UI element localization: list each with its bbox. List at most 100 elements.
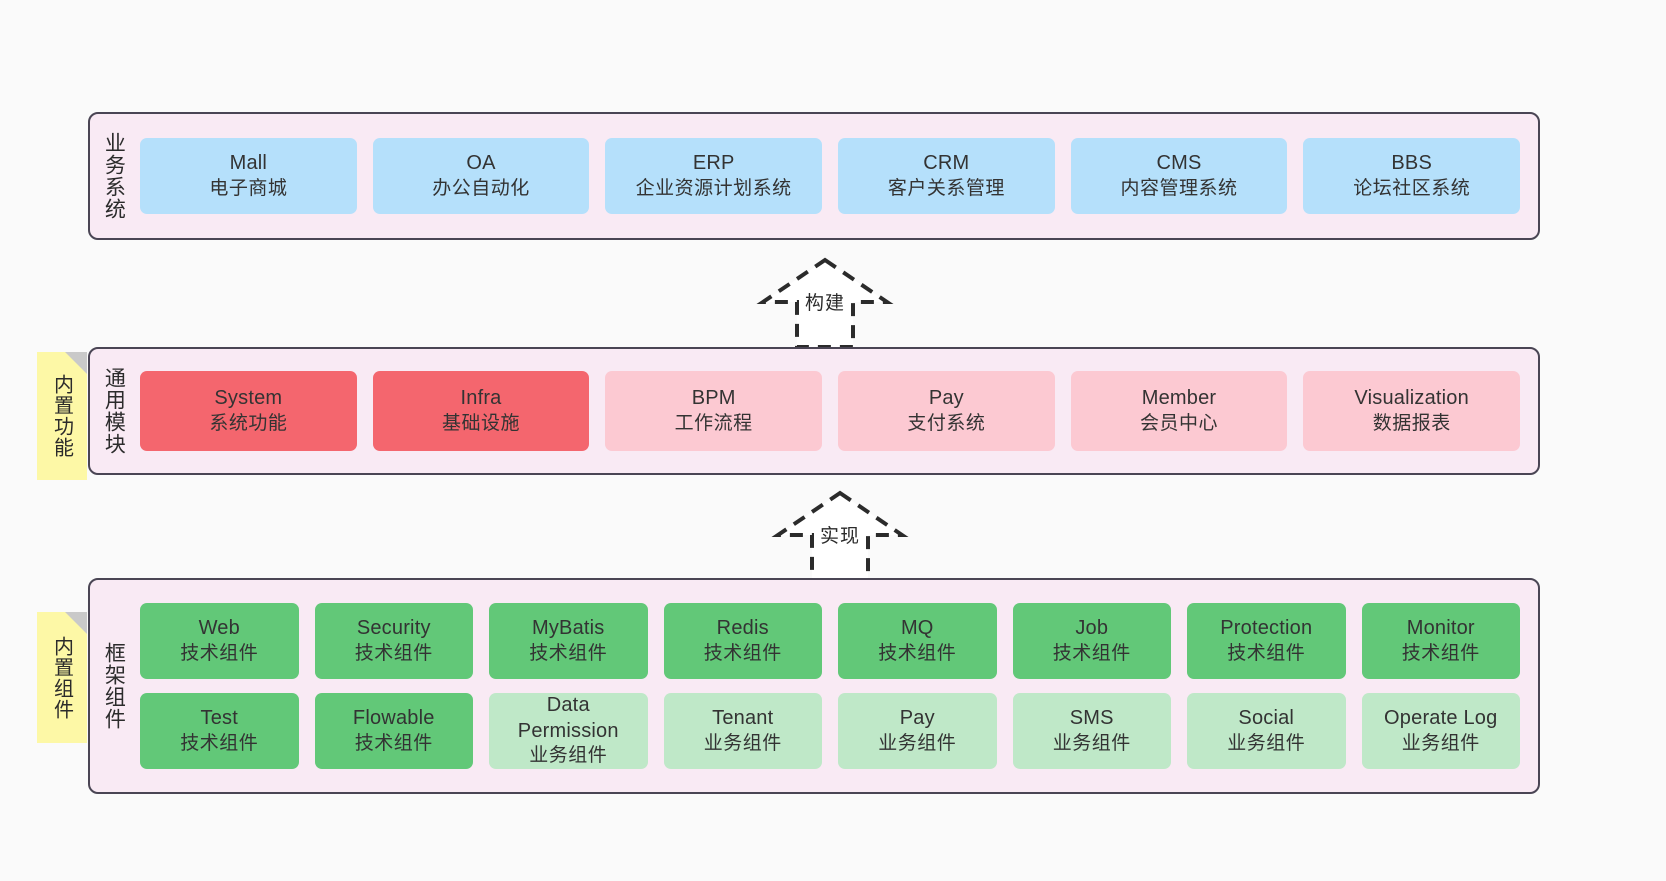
- node-protection-cn: 技术组件: [1227, 642, 1306, 664]
- node-flowable[interactable]: Flowable 技术组件: [314, 693, 473, 769]
- node-visualization[interactable]: Visualization 数据报表: [1303, 371, 1521, 451]
- layer-framework-components: 框架组件 Web 技术组件 Security 技术组件 MyBatis 技术组件…: [88, 578, 1540, 794]
- node-sms-en: SMS: [1069, 707, 1114, 730]
- node-bpm-en: BPM: [691, 387, 736, 410]
- node-erp-cn: 企业资源计划系统: [635, 177, 792, 199]
- node-mall-cn: 电子商城: [209, 177, 288, 199]
- node-mybatis-cn: 技术组件: [529, 642, 608, 664]
- node-job-cn: 技术组件: [1052, 642, 1131, 664]
- node-monitor-en: Monitor: [1406, 617, 1475, 640]
- node-cms-cn: 内容管理系统: [1120, 177, 1238, 199]
- node-operate-log[interactable]: Operate Log 业务组件: [1361, 693, 1520, 769]
- node-web[interactable]: Web 技术组件: [140, 603, 299, 679]
- note-builtin-components-label: 内置组件: [50, 635, 73, 720]
- node-bbs-en: BBS: [1391, 152, 1432, 175]
- node-sms[interactable]: SMS 业务组件: [1012, 693, 1171, 769]
- node-member[interactable]: Member 会员中心: [1070, 371, 1288, 451]
- node-system-cn: 系统功能: [209, 412, 288, 434]
- node-redis-en: Redis: [716, 617, 769, 640]
- node-test-cn: 技术组件: [180, 732, 259, 754]
- node-mybatis-en: MyBatis: [531, 617, 605, 640]
- connector-build: 构建: [735, 252, 915, 362]
- layer-title-common-modules: 通用模块: [102, 367, 126, 455]
- node-job-en: Job: [1075, 617, 1109, 640]
- node-security-en: Security: [356, 617, 431, 640]
- node-pay-module[interactable]: Pay 支付系统: [838, 371, 1055, 451]
- node-sms-cn: 业务组件: [1052, 732, 1131, 754]
- node-flowable-cn: 技术组件: [354, 732, 433, 754]
- node-tenant[interactable]: Tenant 业务组件: [663, 693, 822, 769]
- node-visualization-cn: 数据报表: [1372, 412, 1451, 434]
- node-crm-cn: 客户关系管理: [887, 177, 1005, 199]
- node-pay-component-en: Pay: [899, 707, 935, 730]
- node-infra-en: Infra: [460, 387, 502, 410]
- node-cms-en: CMS: [1156, 152, 1202, 175]
- framework-business-components-row: Test 技术组件 Flowable 技术组件 Data Permission …: [140, 693, 1520, 769]
- common-modules-row: System 系统功能 Infra 基础设施 BPM 工作流程 Pay 支付系统…: [140, 371, 1521, 451]
- note-builtin-features-label: 内置功能: [50, 374, 73, 458]
- node-bpm[interactable]: BPM 工作流程: [605, 371, 823, 451]
- node-mall-en: Mall: [229, 152, 268, 175]
- node-operate-log-cn: 业务组件: [1401, 732, 1480, 754]
- node-crm[interactable]: CRM 客户关系管理: [838, 138, 1055, 214]
- node-mybatis[interactable]: MyBatis 技术组件: [489, 603, 648, 679]
- node-system-en: System: [214, 387, 283, 410]
- node-job[interactable]: Job 技术组件: [1012, 603, 1171, 679]
- node-mq[interactable]: MQ 技术组件: [838, 603, 997, 679]
- node-redis-cn: 技术组件: [703, 642, 782, 664]
- note-builtin-features: 内置功能: [37, 352, 87, 480]
- node-oa[interactable]: OA 办公自动化: [372, 138, 590, 214]
- node-oa-cn: 办公自动化: [432, 177, 530, 199]
- node-monitor[interactable]: Monitor 技术组件: [1361, 603, 1520, 679]
- node-erp-en: ERP: [692, 152, 735, 175]
- note-builtin-components: 内置组件: [37, 612, 87, 743]
- node-mq-en: MQ: [900, 617, 934, 640]
- node-system[interactable]: System 系统功能: [140, 371, 357, 451]
- connector-build-arrow-icon: [756, 257, 894, 349]
- framework-tech-components-row: Web 技术组件 Security 技术组件 MyBatis 技术组件 Redi…: [140, 603, 1520, 679]
- node-social[interactable]: Social 业务组件: [1187, 693, 1346, 769]
- node-tenant-en: Tenant: [712, 707, 774, 730]
- node-social-cn: 业务组件: [1227, 732, 1306, 754]
- node-mall[interactable]: Mall 电子商城: [140, 138, 357, 214]
- node-pay-component[interactable]: Pay 业务组件: [838, 693, 997, 769]
- node-data-permission-cn: 业务组件: [529, 745, 608, 767]
- node-bpm-cn: 工作流程: [674, 412, 753, 434]
- node-pay-module-en: Pay: [928, 387, 964, 410]
- node-test-en: Test: [200, 707, 238, 730]
- node-protection-en: Protection: [1220, 617, 1313, 640]
- node-bbs-cn: 论坛社区系统: [1353, 177, 1471, 199]
- layer-common-modules: 通用模块 System 系统功能 Infra 基础设施 BPM 工作流程 Pay…: [88, 347, 1540, 475]
- node-member-en: Member: [1141, 387, 1217, 410]
- node-protection[interactable]: Protection 技术组件: [1187, 603, 1346, 679]
- node-tenant-cn: 业务组件: [703, 732, 782, 754]
- node-web-en: Web: [198, 617, 240, 640]
- layer-body-common-modules: System 系统功能 Infra 基础设施 BPM 工作流程 Pay 支付系统…: [136, 349, 1538, 473]
- node-visualization-en: Visualization: [1354, 387, 1469, 410]
- node-security[interactable]: Security 技术组件: [314, 603, 473, 679]
- layer-body-business-systems: Mall 电子商城 OA 办公自动化 ERP 企业资源计划系统 CRM 客户关系…: [136, 114, 1538, 238]
- node-pay-component-cn: 业务组件: [878, 732, 957, 754]
- layer-title-business-systems: 业务系统: [102, 132, 126, 220]
- node-redis[interactable]: Redis 技术组件: [663, 603, 822, 679]
- node-oa-en: OA: [466, 152, 496, 175]
- node-web-cn: 技术组件: [180, 642, 259, 664]
- node-operate-log-en: Operate Log: [1384, 707, 1498, 730]
- node-pay-module-cn: 支付系统: [907, 412, 986, 434]
- layer-body-framework-components: Web 技术组件 Security 技术组件 MyBatis 技术组件 Redi…: [136, 580, 1538, 792]
- node-flowable-en: Flowable: [352, 707, 435, 730]
- node-security-cn: 技术组件: [354, 642, 433, 664]
- layer-business-systems: 业务系统 Mall 电子商城 OA 办公自动化 ERP 企业资源计划系统 CRM…: [88, 112, 1540, 240]
- node-monitor-cn: 技术组件: [1401, 642, 1480, 664]
- node-bbs[interactable]: BBS 论坛社区系统: [1303, 138, 1521, 214]
- node-infra[interactable]: Infra 基础设施: [372, 371, 590, 451]
- node-mq-cn: 技术组件: [878, 642, 957, 664]
- node-cms[interactable]: CMS 内容管理系统: [1070, 138, 1288, 214]
- node-test[interactable]: Test 技术组件: [140, 693, 299, 769]
- node-crm-en: CRM: [923, 152, 970, 175]
- node-data-permission[interactable]: Data Permission 业务组件: [489, 693, 648, 769]
- business-systems-row: Mall 电子商城 OA 办公自动化 ERP 企业资源计划系统 CRM 客户关系…: [140, 138, 1521, 214]
- node-infra-cn: 基础设施: [442, 412, 521, 434]
- node-erp[interactable]: ERP 企业资源计划系统: [605, 138, 823, 214]
